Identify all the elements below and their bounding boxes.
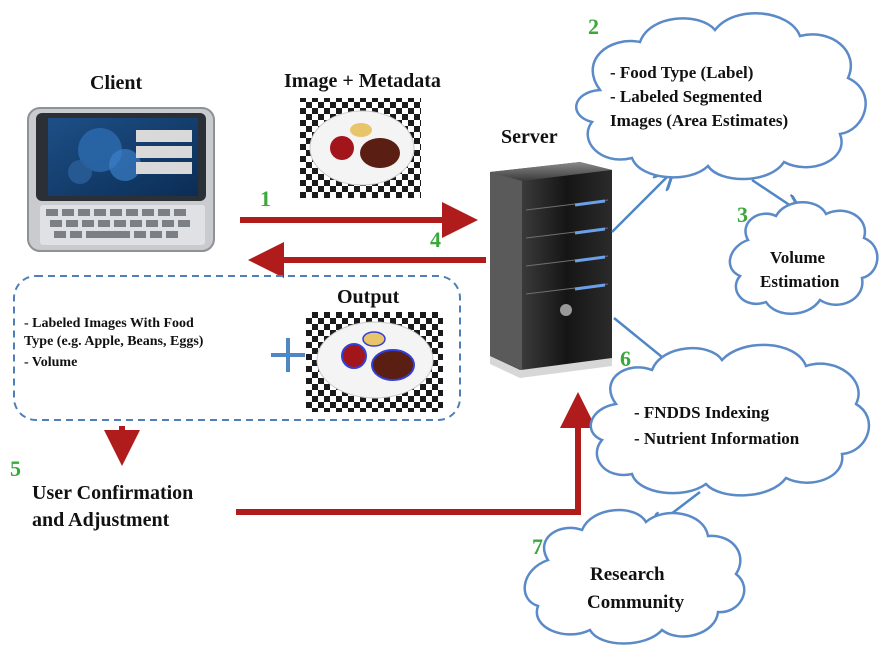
- step-6: 6: [620, 346, 631, 371]
- nutrients-line-1: - FNDDS Indexing: [634, 403, 770, 422]
- arrow-confirm-to-server: [236, 392, 596, 515]
- server-tower: [490, 162, 612, 378]
- output-label: Output: [337, 286, 400, 308]
- image-metadata-label: Image + Metadata: [284, 70, 441, 92]
- labeling-line-1: - Food Type (Label): [610, 63, 754, 82]
- volume-line-2: Estimation: [760, 272, 840, 291]
- output-line-1: - Labeled Images With Food: [24, 316, 194, 331]
- client-label: Client: [90, 72, 143, 94]
- step-1: 1: [260, 186, 271, 211]
- output-labeled-image: [306, 312, 443, 412]
- labeling-line-2: - Labeled Segmented: [610, 87, 763, 106]
- research-line-1: Research: [590, 564, 665, 585]
- output-line-3: - Volume: [24, 355, 78, 370]
- research-line-2: Community: [587, 592, 685, 613]
- cloud-nutrients: [589, 343, 871, 497]
- step-7: 7: [532, 534, 543, 559]
- input-food-image: [300, 98, 421, 198]
- confirm-line-1: User Confirmation: [32, 482, 194, 504]
- cloud-volume: [728, 201, 879, 315]
- volume-line-1: Volume: [770, 248, 826, 267]
- client-device: [27, 107, 215, 252]
- cloud-labeling: [575, 12, 867, 181]
- plus-icon: [271, 338, 305, 372]
- labeling-line-3: Images (Area Estimates): [610, 111, 789, 130]
- confirm-line-2: and Adjustment: [32, 509, 170, 531]
- output-line-2: Type (e.g. Apple, Beans, Eggs): [24, 334, 204, 349]
- step-2: 2: [588, 14, 599, 39]
- step-5: 5: [10, 456, 21, 481]
- server-label: Server: [501, 126, 558, 148]
- step-4: 4: [430, 227, 441, 252]
- output-box: [13, 275, 461, 421]
- nutrients-line-2: - Nutrient Information: [634, 429, 800, 448]
- cloud-research: [523, 508, 746, 645]
- arrow-server-to-labeling: [611, 172, 672, 233]
- step-3: 3: [737, 202, 748, 227]
